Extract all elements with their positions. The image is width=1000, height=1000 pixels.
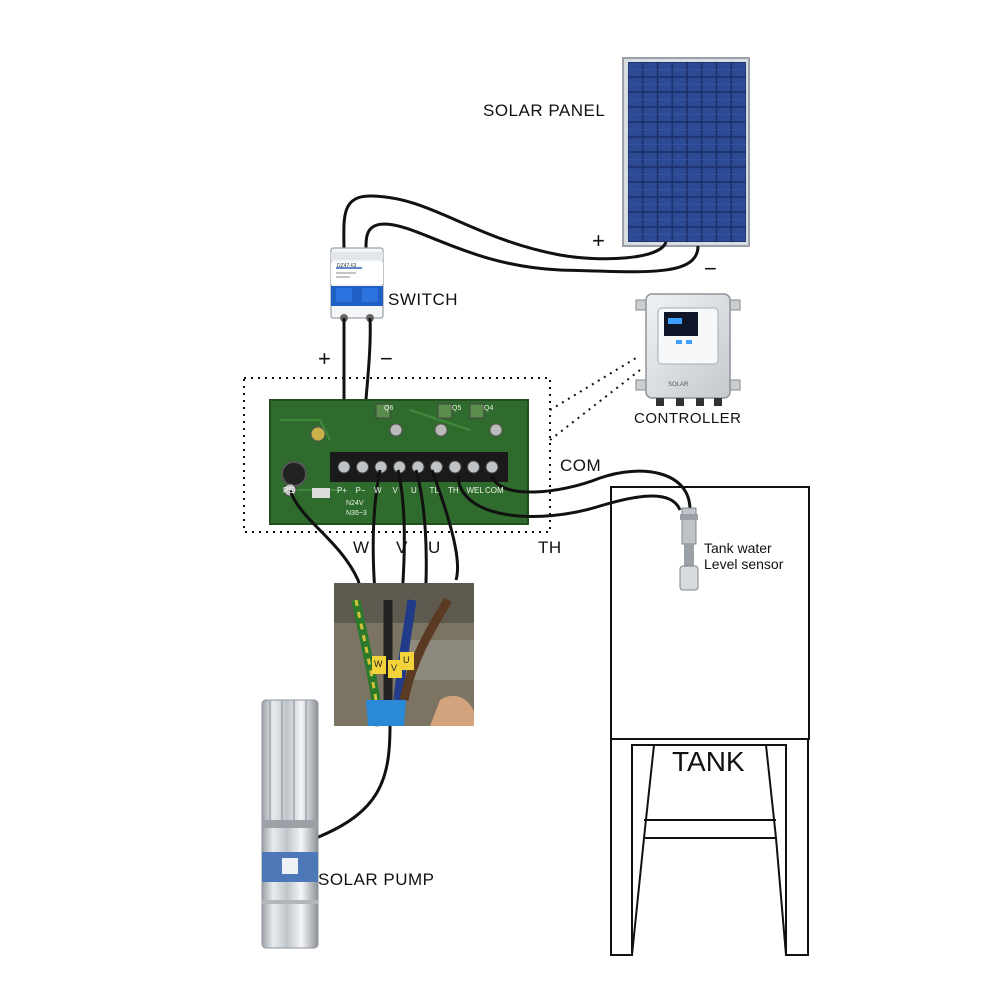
controller-callout-dots: [549, 357, 641, 441]
terminal-label-wel: WEL: [466, 486, 484, 495]
terminal-label-pe: PE: [283, 486, 294, 495]
wire-tag-w: W: [374, 659, 383, 669]
terminal-screw-th: [448, 460, 462, 474]
th-wire: [456, 475, 682, 518]
switch-plus-label: +: [318, 346, 331, 371]
wire-tag-u: U: [403, 655, 410, 665]
terminal-label-th: TH: [448, 486, 459, 495]
th-label: TH: [538, 538, 562, 557]
tl-wire: [430, 469, 460, 581]
v-label: V: [396, 538, 408, 557]
level-sensor: [679, 507, 699, 591]
sensor-label-line1: Tank water: [704, 540, 772, 556]
solar-pump: [261, 699, 319, 949]
pump-cable: [315, 725, 392, 840]
wire-tag-v: V: [391, 663, 398, 673]
circuit-breaker: [330, 247, 384, 322]
switch-minus-label: −: [380, 346, 393, 371]
terminal-label-p: P+: [337, 486, 348, 495]
panel-negative-cable: [364, 222, 700, 274]
terminal-label-com: COM: [485, 486, 504, 495]
panel-minus-label: −: [704, 256, 717, 281]
terminal-screw-w: [374, 460, 388, 474]
u-label: U: [428, 538, 441, 557]
terminal-label-tl: TL: [429, 486, 439, 495]
com-label: COM: [560, 456, 602, 475]
terminal-screw-wel: [467, 460, 480, 474]
tank-label: TANK: [672, 746, 745, 777]
board-code-q4: Q4: [484, 405, 494, 412]
w-label: W: [353, 538, 370, 557]
terminal-label-u: U: [411, 486, 417, 495]
controller-unit: [635, 293, 741, 406]
board-code-q6: Q6: [384, 405, 394, 412]
tank: [610, 486, 810, 956]
panel-positive-cable: [342, 194, 668, 261]
terminal-label-w: W: [374, 486, 382, 495]
controller-brand: SOLAR: [668, 382, 689, 388]
board-code-n24: N24V: [346, 500, 364, 507]
board-code-q5: Q5: [452, 405, 462, 412]
sensor-label-line2: Level sensor: [704, 556, 784, 572]
board-code-n36: N36~3: [346, 510, 367, 517]
solar-panel-label: SOLAR PANEL: [483, 101, 606, 120]
switch-label: SWITCH: [388, 290, 459, 309]
controller-label: CONTROLLER: [634, 410, 742, 427]
terminal-label-v: V: [392, 486, 398, 495]
motor-wire-photo: [334, 583, 474, 727]
terminal-screw-u: [411, 460, 425, 474]
panel-plus-label: +: [592, 228, 605, 253]
terminal-screws: [337, 460, 499, 474]
terminal-screw-p: [337, 460, 351, 474]
com-wire: [490, 469, 692, 511]
terminal-label-p: P−: [355, 486, 366, 495]
terminal-screw-com: [485, 460, 499, 474]
solar-pump-label: SOLAR PUMP: [318, 870, 435, 889]
solar-panel: [622, 57, 750, 247]
terminal-screw-p: [356, 460, 369, 474]
breaker-model: DZ47-63: [337, 263, 357, 269]
